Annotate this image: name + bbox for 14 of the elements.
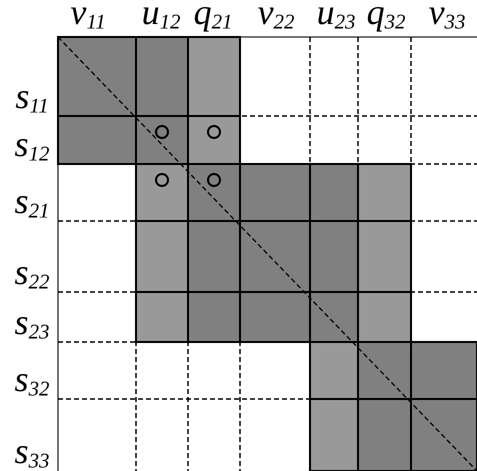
- row-header: s$_{23}$: [14, 304, 50, 342]
- column-header: v$_{22}$: [258, 0, 294, 32]
- row-header: s$_{12}$: [14, 126, 50, 164]
- column-header: u$_{23}$: [316, 0, 356, 32]
- column-header: q$_{21}$: [194, 0, 232, 32]
- row-header: s$_{33}$: [14, 433, 50, 471]
- row-header: s$_{32}$: [14, 361, 50, 400]
- row-header: s$_{22}$: [14, 254, 50, 292]
- column-header: v$_{33}$: [428, 0, 466, 32]
- column-header: q$_{32}$: [366, 0, 406, 32]
- row-header: s$_{21}$: [14, 183, 50, 222]
- row-header: s$_{11}$: [15, 78, 49, 116]
- column-header: u$_{12}$: [142, 0, 180, 32]
- column-header: v$_{11}$: [70, 0, 106, 32]
